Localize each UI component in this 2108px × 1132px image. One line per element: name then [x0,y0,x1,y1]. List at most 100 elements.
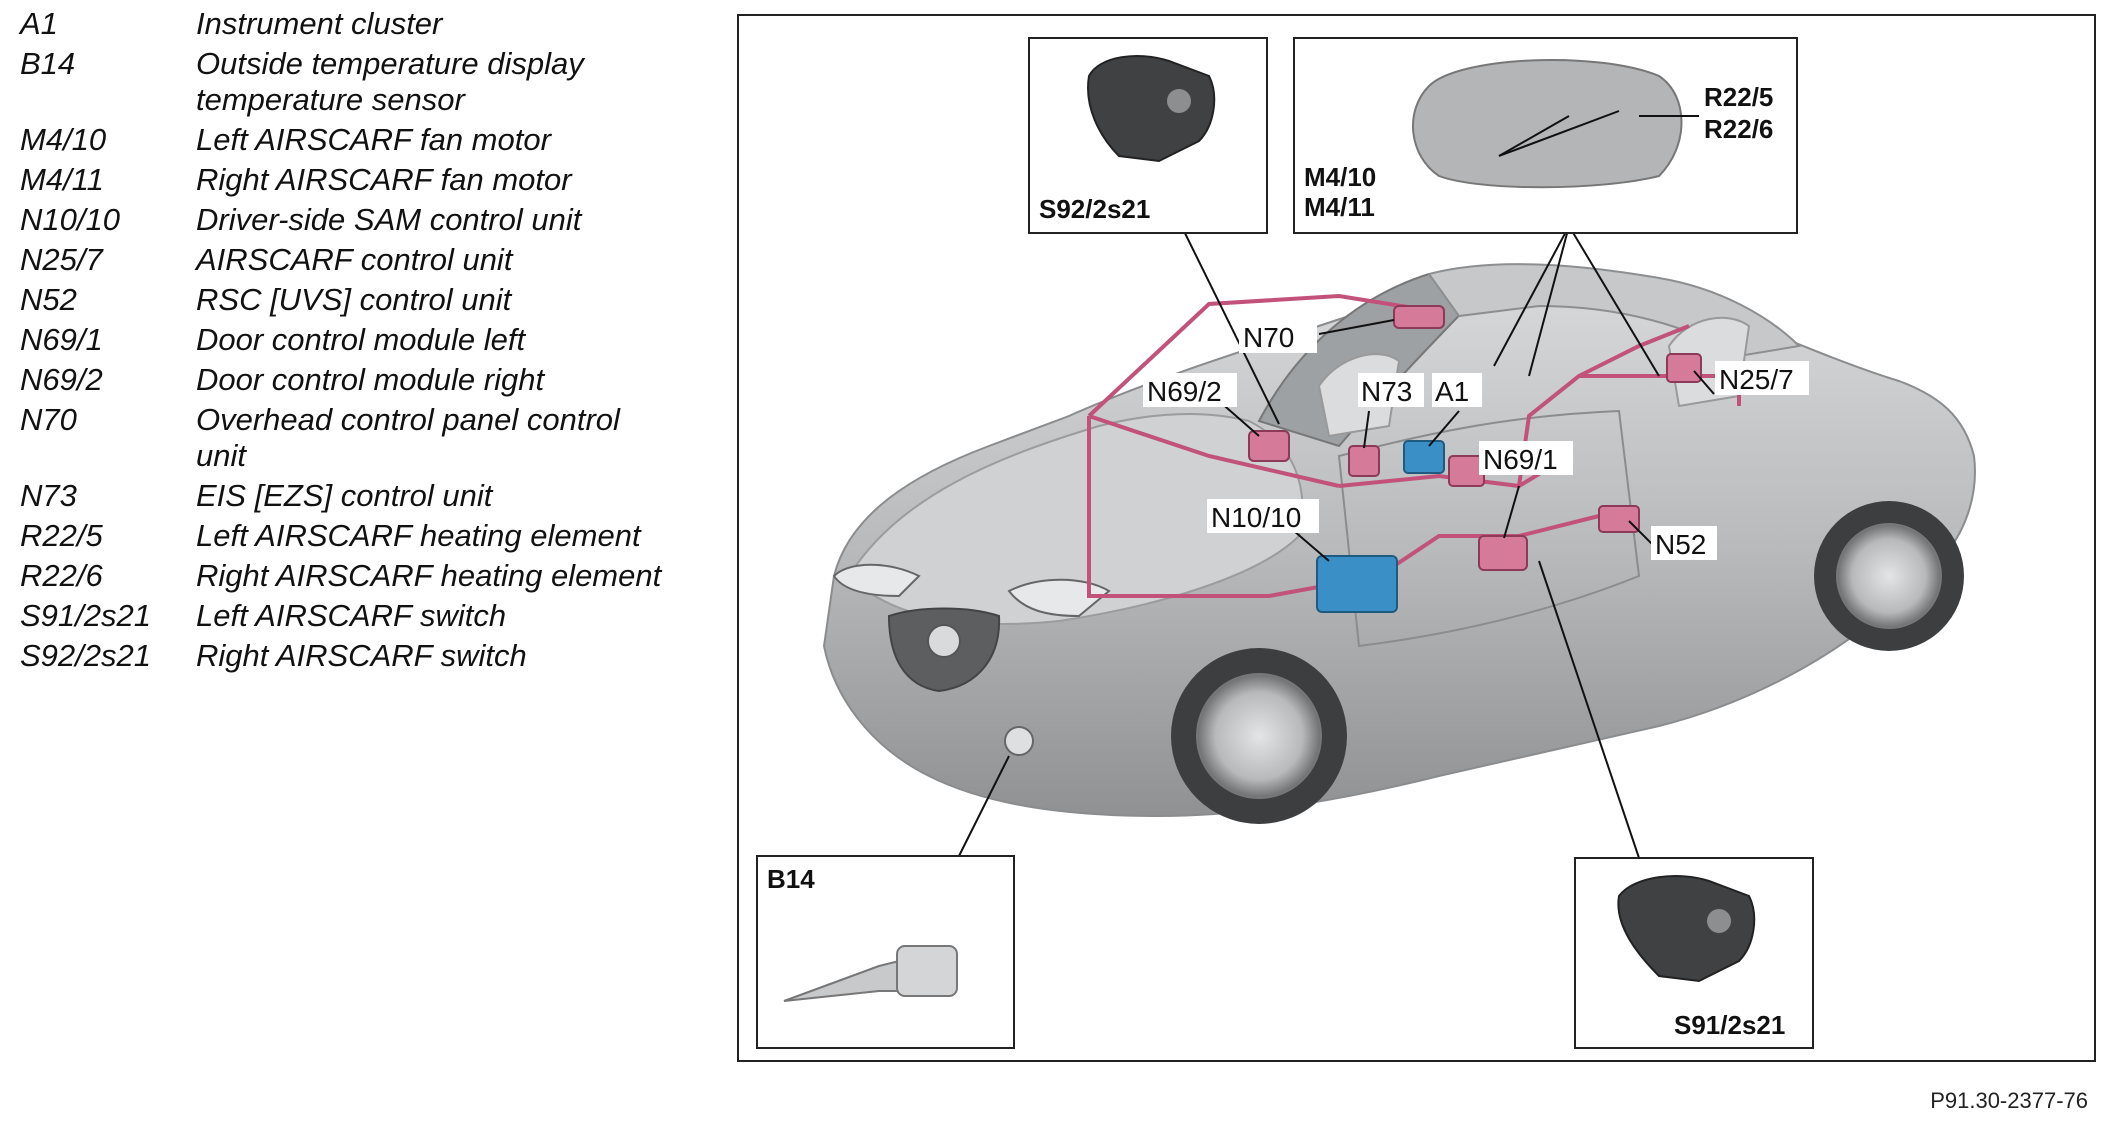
leader-line [1503,485,1520,539]
label-n70: N70 [1243,322,1294,353]
leader-line [1293,530,1330,562]
legend-description: Right AIRSCARF switch [196,638,527,673]
components [1248,305,1702,613]
inset-label-m4-10: M4/10 [1304,162,1376,192]
inset-fan-heater: M4/10 M4/11 R22/5 R22/6 [1293,37,1798,234]
leader-line [1363,410,1370,449]
label-n69-1: N69/1 [1483,444,1558,475]
leader-line [1498,115,1570,157]
legend-description: Door control module right [196,362,545,397]
legend-description: Outside temperature display temperature … [196,46,584,117]
legend-code: N70 [20,402,77,437]
headrest-illustration [1412,58,1683,189]
label-background [1479,441,1573,475]
legend-code: N73 [20,478,77,513]
front-rim [1196,673,1322,799]
inset-left-switch: S91/2s21 [1574,857,1814,1049]
inset-label-r22-5: R22/5 [1704,82,1773,112]
leader-line [1693,370,1715,395]
label-background [1651,526,1717,560]
wiring-path [1518,514,1600,538]
leader-line [1538,560,1640,859]
inset-label-r22-6: R22/6 [1704,114,1773,144]
car-hood [847,413,1304,625]
legend-code: M4/10 [20,122,107,157]
leader-line [1528,225,1570,377]
legend-description: Door control module left [196,322,526,357]
legend-description: RSC [UVS] control unit [196,282,512,317]
label-background [1143,373,1237,407]
label-n10-10: N10/10 [1211,502,1301,533]
sensor-body [896,945,958,997]
leader-line [1498,110,1620,157]
inset-label-m4-11: M4/11 [1304,192,1375,222]
fog-lamp [1004,726,1034,756]
label-a1: A1 [1435,376,1469,407]
legend-description: Left AIRSCARF heating element [196,518,641,553]
inset-temperature-sensor: B14 [756,855,1015,1049]
label-background [1358,373,1424,407]
callout-labels: N70 N69/2 N73 A1 N25/7 N69/1 N10/10 N52 [1143,319,1809,560]
legend-code: N10/10 [20,202,120,237]
door-module-right-component [1248,430,1290,462]
legend-row: A1 Instrument cluster [20,6,700,42]
switch-illustration [1617,875,1756,983]
leader-line [1628,520,1655,547]
label-n25-7: N25/7 [1719,364,1794,395]
legend-code: A1 [20,6,58,41]
leader-line [1428,410,1460,447]
switch-button [1707,909,1731,933]
vehicle-component-diagram: N70 N69/2 N73 A1 N25/7 N69/1 N10/10 N52 … [737,14,2096,1062]
legend-description: Left AIRSCARF fan motor [196,122,551,157]
sam-component [1316,555,1398,613]
figure-reference-number: P91.30-2377-76 [1930,1088,2088,1113]
leader-line [1178,220,1280,425]
legend-row: S92/2s21 Right AIRSCARF switch [20,638,700,674]
wiring-path [1578,324,1690,378]
leader-line [1318,319,1395,335]
label-background [1239,319,1317,353]
legend-row: M4/11 Right AIRSCARF fan motor [20,162,700,198]
legend-code: S92/2s21 [20,638,151,673]
wiring-path [1087,293,1440,418]
legend-row: M4/10 Left AIRSCARF fan motor [20,122,700,158]
instrument-cluster-component [1448,455,1485,487]
component-legend: A1 Instrument cluster B14 Outside temperat… [20,6,700,678]
star-emblem [927,624,961,658]
legend-description: Right AIRSCARF fan motor [196,162,572,197]
legend-code: N25/7 [20,242,103,277]
legend-description: EIS [EZS] control unit [196,478,493,513]
legend-description: AIRSCARF control unit [196,242,513,277]
door-module-left-component [1478,535,1528,571]
overhead-panel-component [1393,305,1445,329]
leader-lines [958,220,1715,859]
rear-rim [1836,523,1942,629]
legend-code: R22/6 [20,558,103,593]
label-background [1432,373,1482,407]
leader-line [1568,225,1660,377]
legend-code: B14 [20,46,76,81]
legend-code: M4/11 [20,162,104,197]
legend-row: N25/7 AIRSCARF control unit [20,242,700,278]
inset-frame [756,855,1015,1049]
door-outline [1337,409,1641,648]
label-n69-2: N69/2 [1147,376,1222,407]
eis-component [1348,445,1380,477]
legend-description: Left AIRSCARF switch [196,598,507,633]
car-illustration [822,263,1976,824]
legend-description: Instrument cluster [196,6,443,41]
diagram-canvas: N70 N69/2 N73 A1 N25/7 N69/1 N10/10 N52 … [756,37,1976,1049]
legend-row: B14 Outside temperature display temperatu… [20,46,700,118]
legend-row: N73 EIS [EZS] control unit [20,478,700,514]
label-background [1715,361,1809,395]
inset-right-switch: S92/2s21 [1028,37,1268,234]
inset-label-b14: B14 [767,864,815,894]
legend-code: N69/2 [20,362,103,397]
wiring-path [1088,414,1340,488]
rsc-component [1598,505,1640,533]
inset-label-s91: S91/2s21 [1674,1010,1785,1040]
